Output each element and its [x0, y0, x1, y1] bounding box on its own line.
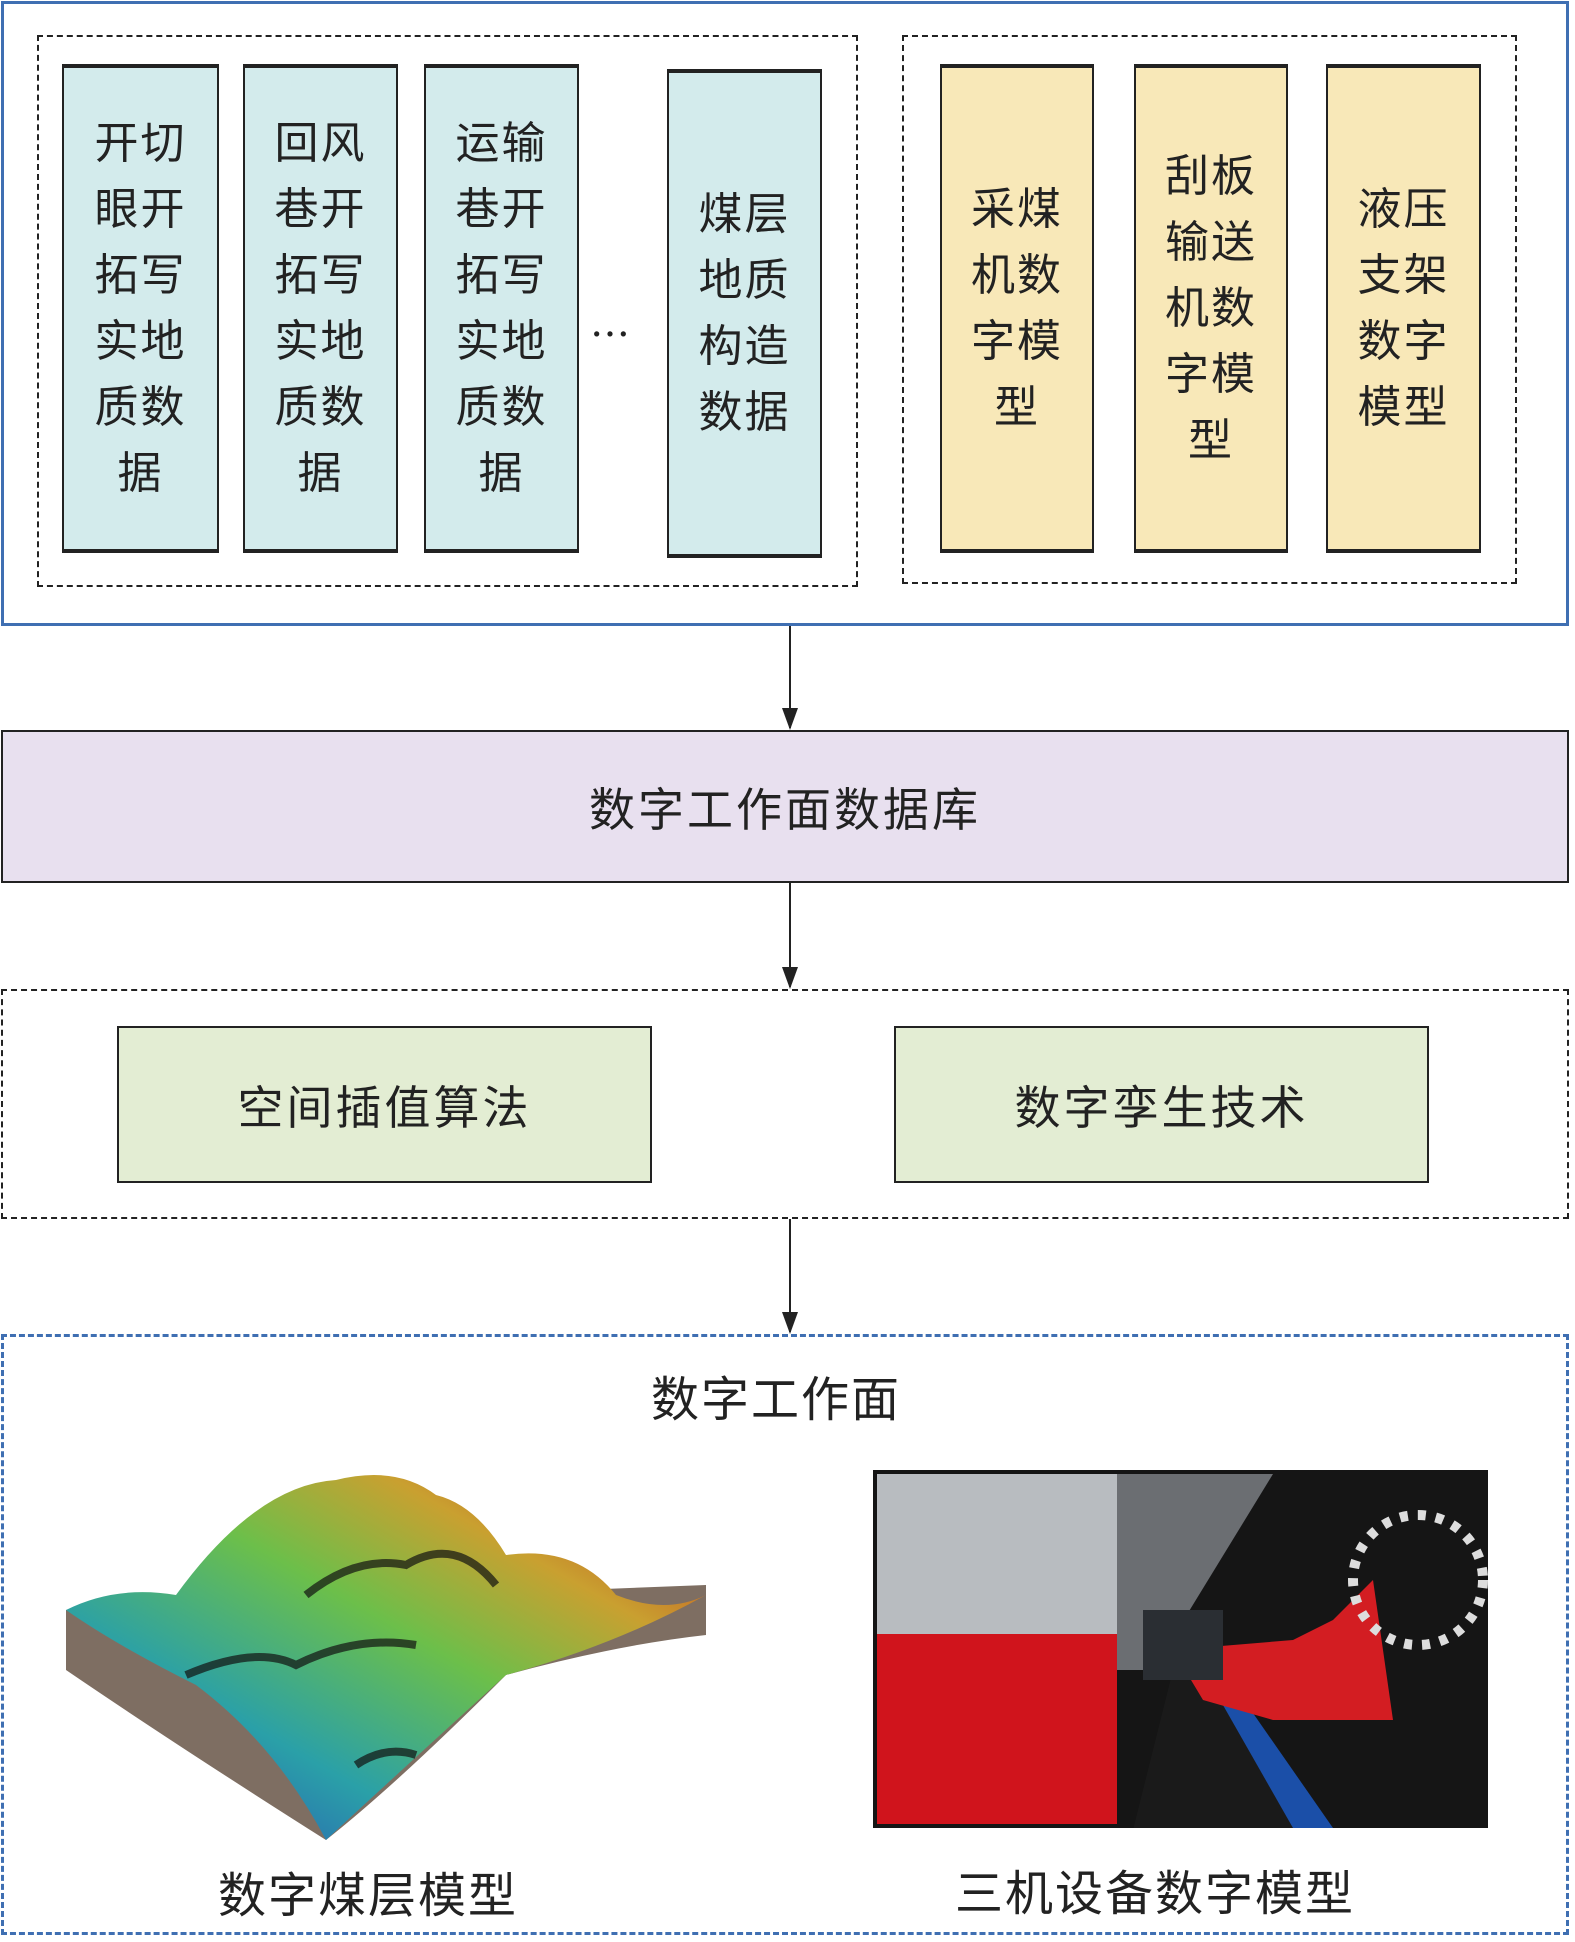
database-box: 数字工作面数据库: [1, 730, 1569, 883]
geology-data-group: [37, 35, 858, 587]
box-label: 采煤机数字模型: [971, 183, 1063, 433]
arrow-icon: [782, 1219, 798, 1334]
box-label: 煤层地质构造数据: [698, 188, 791, 438]
geology-data-box: 开切眼开拓写实地质数据: [62, 64, 219, 553]
digital-face-group: [1, 1334, 1569, 1935]
equipment-model-group: [902, 35, 1517, 584]
method-label: 空间插值算法: [237, 1080, 532, 1135]
methods-group: [1, 989, 1569, 1219]
box-label: 运输巷开拓写实地质数据: [455, 117, 548, 499]
geology-data-box: 煤层地质构造数据: [667, 69, 822, 558]
method-label: 数字孪生技术: [1014, 1080, 1309, 1135]
three-machine-model-image: [873, 1470, 1488, 1828]
arrow-icon: [782, 883, 798, 989]
box-label: 开切眼开拓写实地质数据: [94, 117, 187, 499]
geology-data-box: 运输巷开拓写实地质数据: [424, 64, 579, 553]
digital-face-title: 数字工作面: [650, 1372, 901, 1428]
coal-seam-model-caption: 数字煤层模型: [217, 1868, 518, 1924]
equipment-model-box: 刮板输送机数字模型: [1134, 64, 1288, 553]
three-machine-model-caption: 三机设备数字模型: [954, 1866, 1355, 1922]
box-label: 刮板输送机数字模型: [1165, 150, 1257, 466]
box-label: 回风巷开拓写实地质数据: [274, 117, 367, 499]
method-box: 数字孪生技术: [894, 1026, 1429, 1183]
data-sources-group: [1, 1, 1569, 626]
equipment-model-box: 采煤机数字模型: [940, 64, 1094, 553]
geology-data-box: 回风巷开拓写实地质数据: [243, 64, 398, 553]
database-label: 数字工作面数据库: [589, 782, 981, 837]
equipment-model-box: 液压支架数字模型: [1326, 64, 1481, 553]
coal-seam-model-image: [66, 1475, 706, 1840]
ellipsis: …: [590, 300, 630, 346]
box-label: 液压支架数字模型: [1357, 183, 1450, 433]
method-box: 空间插值算法: [117, 1026, 652, 1183]
arrow-icon: [782, 626, 798, 730]
